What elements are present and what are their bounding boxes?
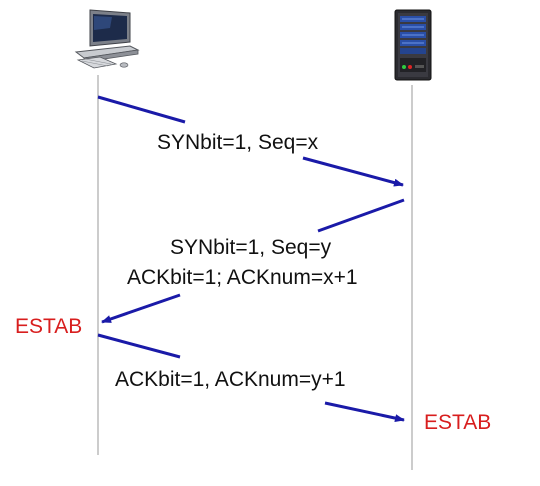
client-estab-state: ESTAB [15, 315, 83, 338]
syn-message-label: SYNbit=1, Seq=x [157, 131, 319, 154]
synack-message-label-line1: SYNbit=1, Seq=y [170, 236, 332, 259]
synack-arrow-end [101, 293, 181, 324]
server-tower-icon [394, 9, 432, 81]
synack-arrow-start [317, 198, 405, 233]
syn-arrow-end [302, 156, 404, 187]
ack-arrow-start [97, 333, 181, 359]
server-estab-state: ESTAB [424, 411, 492, 434]
desktop-computer-icon [74, 9, 140, 69]
ack-message-label: ACKbit=1, ACKnum=y+1 [115, 368, 346, 391]
ack-arrow-end [324, 401, 405, 423]
syn-arrow-start [97, 95, 186, 124]
synack-message-label-line2: ACKbit=1; ACKnum=x+1 [127, 266, 358, 289]
